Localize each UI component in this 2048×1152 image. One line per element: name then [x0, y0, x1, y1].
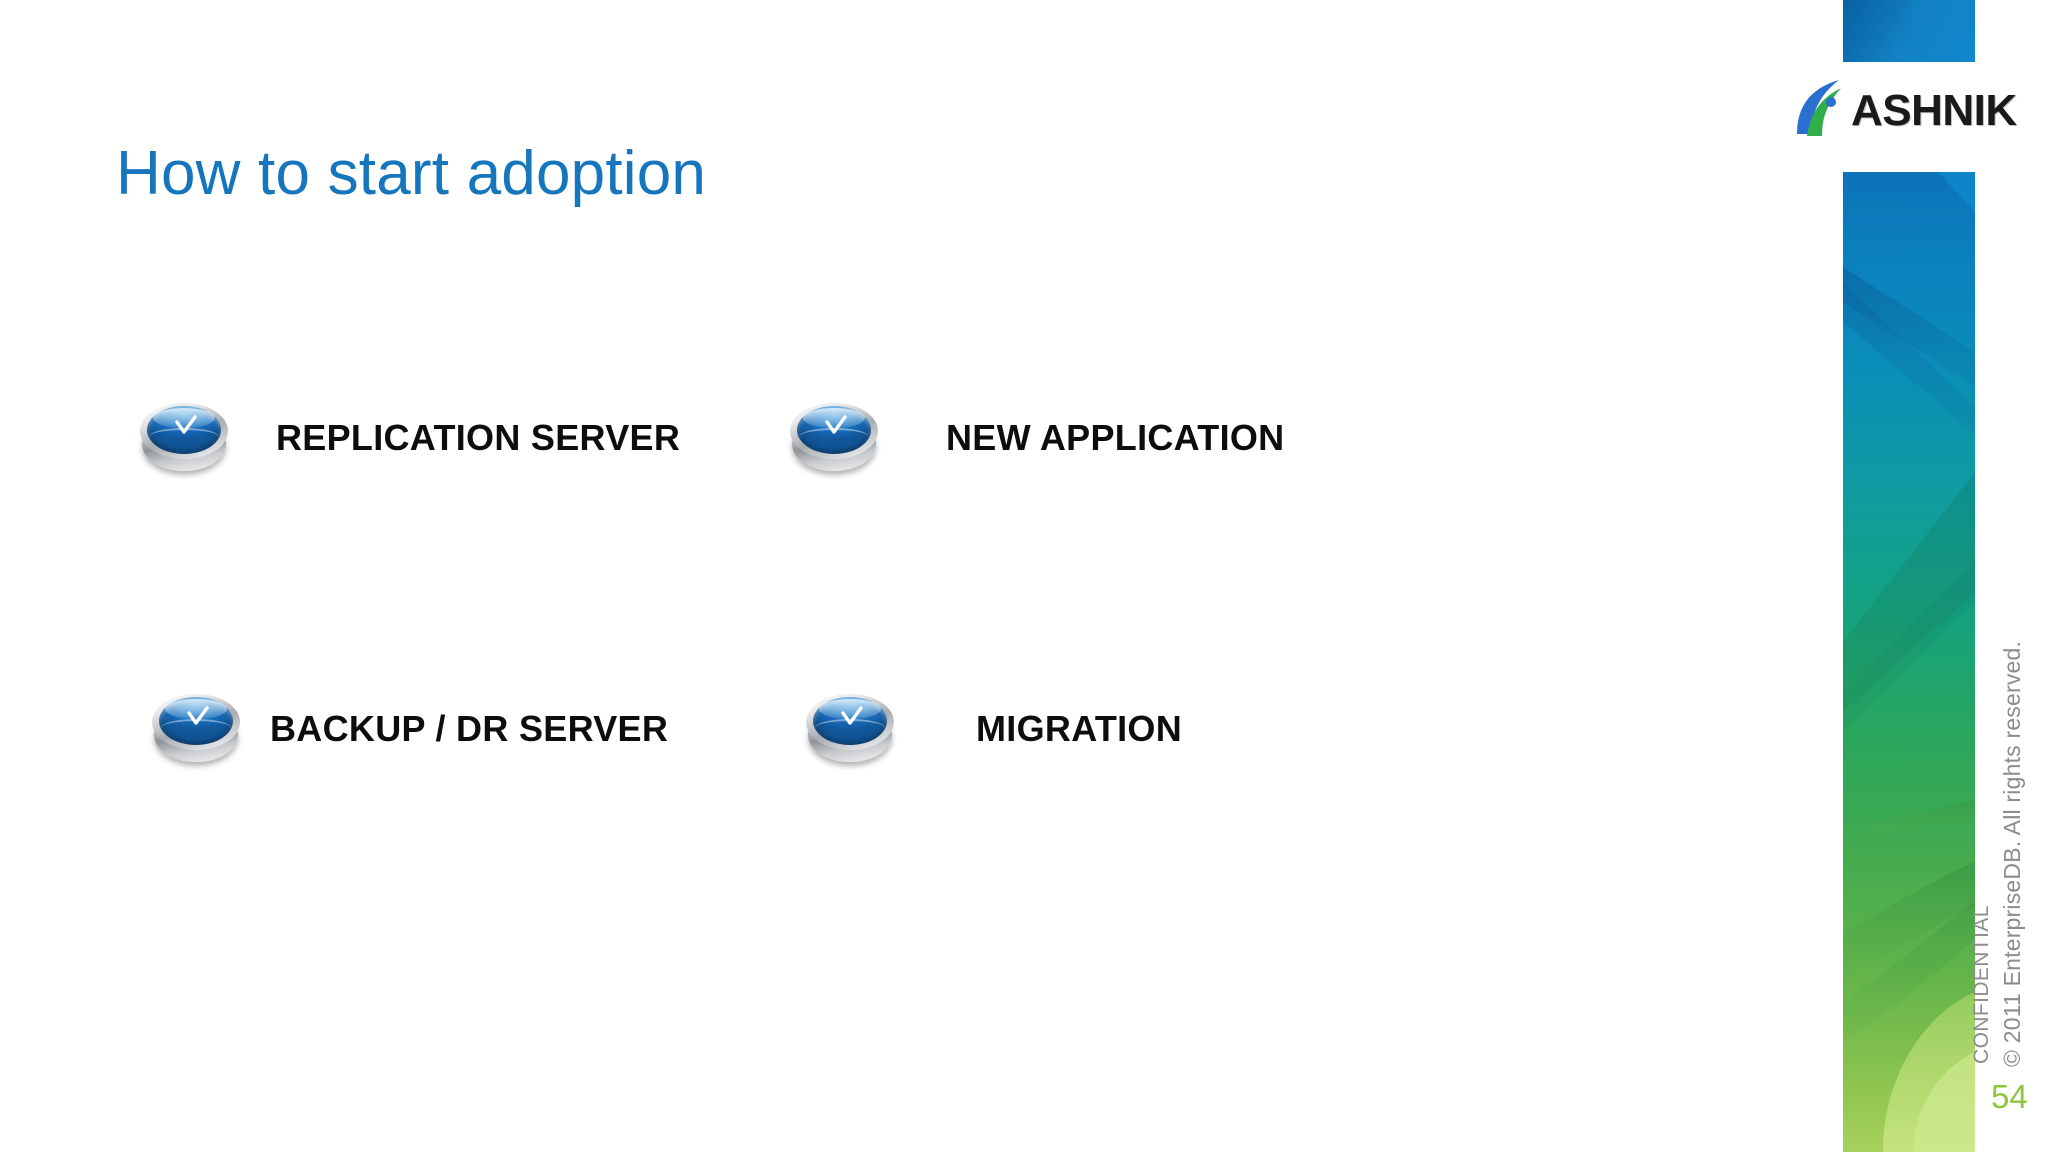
- list-item-label: NEW APPLICATION: [946, 417, 1285, 458]
- decorative-strip-top: [1843, 0, 1975, 62]
- ashnik-logo: ASHNIK: [1795, 78, 2045, 140]
- decorative-strip-main: [1843, 172, 1975, 1152]
- ashnik-wordmark: ASHNIK: [1851, 86, 2017, 135]
- list-item[interactable]: NEW APPLICATION: [770, 390, 1420, 486]
- list-item[interactable]: MIGRATION: [782, 681, 1436, 777]
- blue-disc-check-icon: [790, 401, 878, 475]
- page-title: How to start adoption: [116, 139, 707, 208]
- options-row-1: REPLICATION SERVER NEW APPLICATION: [140, 390, 1690, 486]
- ashnik-swoosh-icon: [1795, 78, 1861, 140]
- list-item-label: MIGRATION: [976, 708, 1183, 749]
- adoption-options-list: REPLICATION SERVER NEW APPLICATION: [140, 390, 1690, 777]
- list-item[interactable]: REPLICATION SERVER: [140, 390, 770, 486]
- blue-disc-check-icon: [140, 401, 228, 475]
- blue-disc-check-icon: [152, 692, 240, 766]
- strip-swoosh-shapes: [1843, 172, 1975, 1152]
- list-item-label: BACKUP / DR SERVER: [270, 708, 669, 749]
- copyright-label: © 2011 EnterpriseDB. All rights reserved…: [1999, 640, 2025, 1067]
- page-number: 54: [1991, 1078, 2028, 1115]
- options-row-2: BACKUP / DR SERVER MIGRATION: [140, 681, 1690, 777]
- list-item[interactable]: BACKUP / DR SERVER: [140, 681, 782, 777]
- blue-disc-check-icon: [806, 692, 894, 766]
- list-item-label: REPLICATION SERVER: [276, 417, 681, 458]
- confidential-label: CONFIDENTIAL: [1970, 905, 1993, 1064]
